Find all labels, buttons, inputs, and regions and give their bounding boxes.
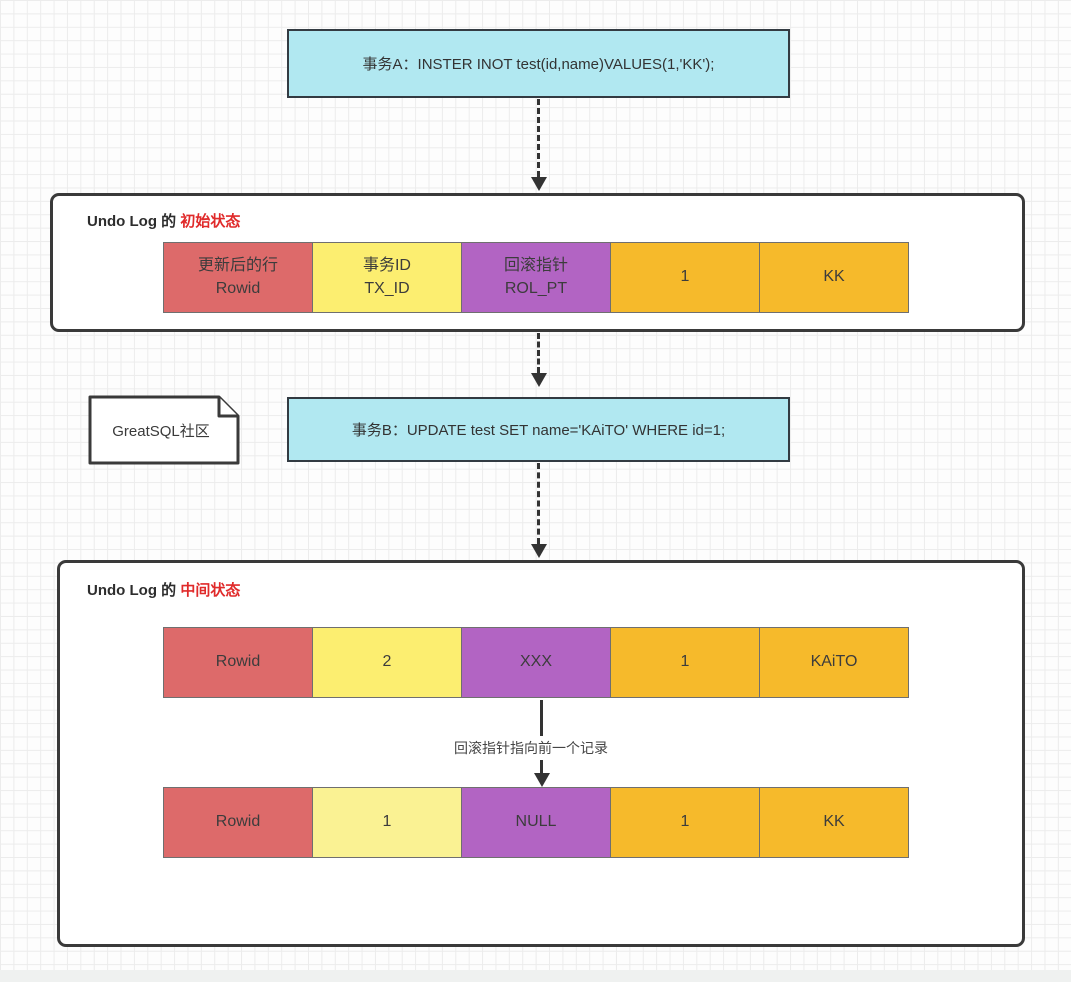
greatsql-note-label: GreatSQL社区 [112,422,210,440]
undo-log-middle-row2: Rowid 1 NULL 1 KK [163,787,909,858]
arrowhead-a-to-initial-icon [531,177,547,191]
undo-cell-name-value: KK [759,242,909,313]
middle-row1-rowid: Rowid [163,627,313,698]
middle-row1-txid: 2 [312,627,462,698]
undo-cell-txid-header: 事务ID TX_ID [312,242,462,313]
undo-log-middle-title-prefix: Undo Log 的 [87,582,181,599]
undo-log-initial-title: Undo Log 的 初始状态 [87,210,240,231]
undo-log-initial-title-highlight: 初始状态 [180,213,241,230]
arrow-initial-to-b [537,333,540,373]
middle-row1-name: KAiTO [759,627,909,698]
middle-row2-name: KK [759,787,909,858]
undo-cell-rowid-header: 更新后的行 Rowid [163,242,313,313]
arrow-b-to-middle [537,463,540,544]
rollback-pointer-label: 回滚指针指向前一个记录 [448,736,614,760]
arrowhead-initial-to-b-icon [531,373,547,387]
undo-cell-id-value: 1 [610,242,760,313]
greatsql-note: GreatSQL社区 [88,395,240,465]
undo-log-middle-container: Undo Log 的 中间状态 Rowid 2 XXX 1 KAiTO 回滚指针… [57,560,1025,947]
middle-row2-rowid: Rowid [163,787,313,858]
undo-log-initial-row: 更新后的行 Rowid 事务ID TX_ID 回滚指针 ROL_PT 1 KK [163,242,909,313]
arrow-a-to-initial [537,99,540,177]
transaction-b-box: 事务B：UPDATE test SET name='KAiTO' WHERE i… [287,397,790,462]
arrowhead-b-to-middle-icon [531,544,547,558]
undo-cell-rollptr-header: 回滚指针 ROL_PT [461,242,611,313]
middle-row2-id: 1 [610,787,760,858]
undo-log-initial-title-prefix: Undo Log 的 [87,213,181,230]
middle-row2-rollptr: NULL [461,787,611,858]
middle-row2-txid: 1 [312,787,462,858]
middle-row1-id: 1 [610,627,760,698]
arrowhead-rollback-pointer-icon [534,773,550,787]
undo-log-middle-title: Undo Log 的 中间状态 [87,579,240,600]
transaction-a-box: 事务A：INSTER INOT test(id,name)VALUES(1,'K… [287,29,790,98]
undo-log-middle-row1: Rowid 2 XXX 1 KAiTO [163,627,909,698]
note-shape-icon [88,395,240,465]
undo-log-middle-title-highlight: 中间状态 [180,582,241,599]
middle-row1-rollptr: XXX [461,627,611,698]
horizontal-scrollbar[interactable] [0,970,1071,982]
undo-log-initial-container: Undo Log 的 初始状态 更新后的行 Rowid 事务ID TX_ID 回… [50,193,1025,332]
